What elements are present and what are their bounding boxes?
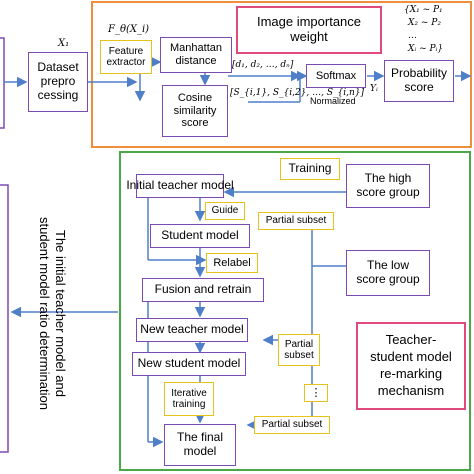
cosine-similarity-box: Cosine similarity score [162,85,228,137]
high-line-1: The high [364,171,412,186]
probability-score-box: Probability score [384,60,454,102]
guide-label-box: Guide [205,202,245,220]
re-marking-mechanism-title: Teacher- student model re-marking mechan… [356,322,466,410]
yi-label: Yᵢ [370,84,378,94]
feature-line-1: Feature [108,45,144,57]
iterative-line-2: training [172,399,206,410]
x1-label: X₁ [58,38,70,49]
partial-subset-box-3: Partial subset [254,416,330,434]
feature-function-label: F_θ(X_i) [108,24,150,35]
normalized-label: Normalized [310,96,356,106]
feature-line-2: extractor [106,57,146,68]
left-frame-top [0,37,5,129]
high-line-2: score group [356,185,420,199]
new-student-model-box: New student model [132,352,246,376]
dataset-line-1: Dataset [37,60,79,75]
fusion-retrain-box: Fusion and retrain [142,278,264,302]
student-model-box: Student model [150,224,250,248]
mech-line-2: student model [370,349,452,365]
image-importance-weight-title: Image importance weight [236,6,382,54]
iterative-training-box: Iterative training [164,382,214,416]
distribution-item: Xᵢ ~ Pᵢ} [408,44,444,54]
dataset-line-3: cessing [37,87,79,102]
mech-line-4: mechanism [377,382,445,398]
relabel-label-box: Relabel [206,253,258,273]
final-model-box: The final model [164,424,236,466]
low-line-2: score group [356,272,420,286]
distance-sequence: [d₁, d₂, …, dₙ] [232,60,294,70]
left-frame-bottom [0,184,9,453]
partial-subset-box-2: Partial subset [278,334,320,366]
cosine-line-3: score [181,117,209,130]
final-line-2: model [183,444,217,458]
title-line-2: weight [290,29,328,44]
distribution-list: {X₁ ~ P₁ X₂ ~ P₂ … Xᵢ ~ Pᵢ} [404,4,443,56]
low-score-group-box: The low score group [346,250,430,296]
low-line-1: The low [366,258,410,273]
manhattan-line-2: distance [175,55,217,67]
high-score-group-box: The high score group [346,164,430,208]
new-teacher-model-box: New teacher model [136,318,248,342]
partial-subset-box-1: Partial subset [258,212,334,230]
manhattan-line-1: Manhattan [170,42,222,55]
training-label-box: Training [280,158,340,180]
dataset-line-2: prepro [40,74,76,89]
similarity-sequence: [S_{i,1}, S_{i,2}, …, S_{i,n}] [230,88,365,98]
partial-line-1: Partial [284,338,314,350]
manhattan-distance-box: Manhattan distance [160,37,232,73]
softmax-box: Softmax [306,64,366,88]
distribution-item: … [408,31,417,41]
partial-line-2: subset [284,350,314,361]
vertical-line-1: The initial teacher model and [53,229,68,397]
final-line-1: The final [176,430,224,445]
iterative-line-1: Iterative [171,387,207,399]
distribution-item: X₂ ~ P₂ [408,18,441,28]
ratio-determination-label: The initial teacher model and student mo… [36,196,68,430]
dataset-preprocessing-box: Dataset prepro cessing [28,52,88,112]
initial-teacher-model-box: Initial teacher model [126,174,234,198]
cosine-line-2: similarity [173,104,217,117]
ellipsis-box: ⋮ [304,384,328,402]
probability-line-2: score [404,80,434,94]
cosine-line-1: Cosine [177,92,213,105]
distribution-item: {X₁ ~ P₁ [404,5,443,15]
mech-line-1: Teacher- [385,332,437,348]
title-line-1: Image importance [256,14,362,30]
mech-line-3: re-marking [379,366,443,381]
bottom-panel-frame [119,151,471,471]
feature-extractor-box: Feature extractor [100,40,152,74]
vertical-line-2: student model ratio determination [37,216,52,410]
probability-line-1: Probability [390,66,448,81]
